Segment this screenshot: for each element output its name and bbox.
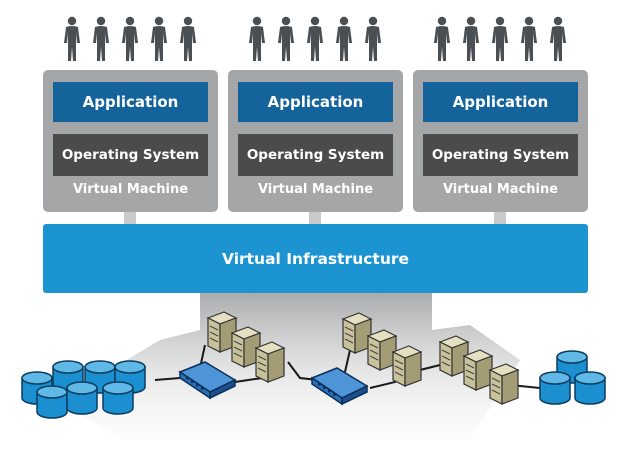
server-icon (366, 329, 398, 371)
operating-system-box: Operating System (53, 134, 208, 176)
application-box: Application (53, 82, 208, 122)
virtual-machine-label: Virtual Machine (442, 182, 559, 197)
storage-cylinder-icon (36, 385, 68, 419)
network-switch-icon (178, 361, 237, 400)
person-icon (490, 16, 510, 66)
person-icon (548, 16, 568, 66)
vm-connector-1 (124, 212, 136, 224)
virtual-machine-2: Application Operating System Virtual Mac… (228, 70, 403, 212)
person-icon (178, 16, 198, 66)
virtual-machine-label: Virtual Machine (72, 182, 189, 197)
infrastructure-shadow (60, 293, 520, 440)
virtual-machine-label: Virtual Machine (257, 182, 374, 197)
virtual-machine-3: Application Operating System Virtual Mac… (413, 70, 588, 212)
person-icon (334, 16, 354, 66)
storage-cylinder-icon (66, 381, 98, 415)
person-icon (461, 16, 481, 66)
virtual-infrastructure-bar: Virtual Infrastructure (43, 224, 588, 293)
person-icon (247, 16, 267, 66)
person-icon (363, 16, 383, 66)
server-icon (254, 341, 286, 383)
server-icon (341, 312, 373, 354)
server-icon (206, 311, 238, 353)
vm-connector-2 (309, 212, 321, 224)
server-icon (391, 345, 423, 387)
server-icon (488, 363, 520, 405)
storage-cylinder-icon (102, 381, 134, 415)
storage-cylinder-icon (539, 371, 571, 405)
person-icon (519, 16, 539, 66)
person-icon (62, 16, 82, 66)
network-switch-icon (310, 367, 369, 406)
person-icon (120, 16, 140, 66)
virtual-machine-1: Application Operating System Virtual Mac… (43, 70, 218, 212)
application-box: Application (423, 82, 578, 122)
operating-system-box: Operating System (238, 134, 393, 176)
person-icon (149, 16, 169, 66)
storage-cylinder-icon (574, 371, 606, 405)
vm-connector-3 (494, 212, 506, 224)
server-icon (462, 349, 494, 391)
person-icon (276, 16, 296, 66)
person-icon (305, 16, 325, 66)
person-icon (432, 16, 452, 66)
person-icon (91, 16, 111, 66)
operating-system-box: Operating System (423, 134, 578, 176)
application-box: Application (238, 82, 393, 122)
